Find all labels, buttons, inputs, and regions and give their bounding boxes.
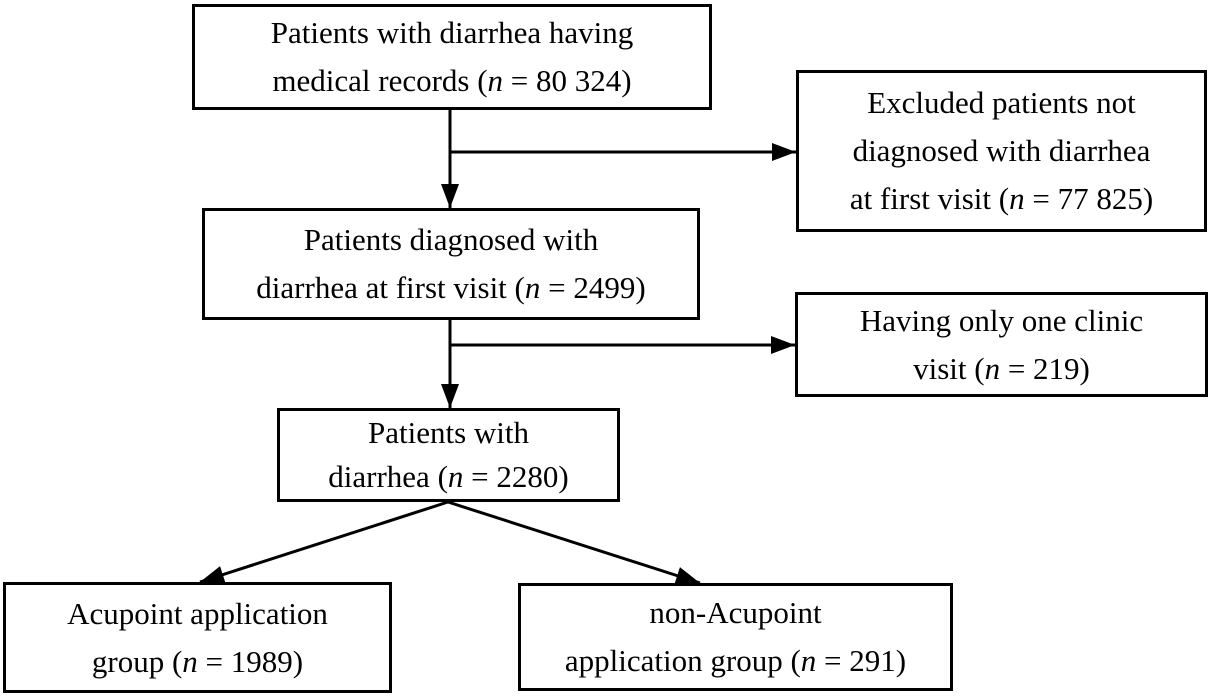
arrow-diarrhea-to-non-acupoint	[447, 500, 701, 585]
arrow-diarrhea-to-acupoint	[199, 500, 449, 584]
node-patients-medical-records: Patients with diarrhea having medical rec…	[192, 4, 712, 110]
node-text-line: at first visit (n = 77 825)	[849, 181, 1154, 216]
node-text-line: Patients with diarrhea having	[270, 15, 634, 50]
node-text-line: Excluded patients not	[867, 85, 1136, 120]
node-diagnosed-first-visit: Patients diagnosed with diarrhea at first…	[202, 208, 700, 320]
node-patients-diarrhea: Patients with diarrhea (n = 2280)	[277, 408, 620, 502]
node-text-line: diarrhea at first visit (n = 2499)	[256, 270, 646, 305]
node-text-line: Acupoint application	[67, 595, 328, 631]
node-excluded-not-diagnosed: Excluded patients not diagnosed with diar…	[796, 70, 1207, 232]
node-text-line: application group (n = 291)	[564, 643, 907, 678]
node-text-line: visit (n = 219)	[913, 350, 1090, 386]
node-text-line: diarrhea (n = 2280)	[328, 459, 569, 494]
node-text-line: medical records (n = 80 324)	[272, 63, 632, 98]
node-text-line: Having only one clinic	[859, 302, 1144, 338]
node-text-line: Patients with	[367, 415, 530, 450]
node-text-line: group (n = 1989)	[91, 643, 304, 679]
node-non-acupoint-group: non-Acupoint application group (n = 291)	[518, 583, 953, 691]
node-text-line: Patients diagnosed with	[303, 222, 599, 257]
node-text-line: diagnosed with diarrhea	[852, 133, 1151, 168]
node-acupoint-group: Acupoint application group (n = 1989)	[3, 582, 392, 693]
node-one-clinic-visit: Having only one clinic visit (n = 219)	[795, 292, 1208, 397]
node-text-line: non-Acupoint	[649, 595, 822, 630]
